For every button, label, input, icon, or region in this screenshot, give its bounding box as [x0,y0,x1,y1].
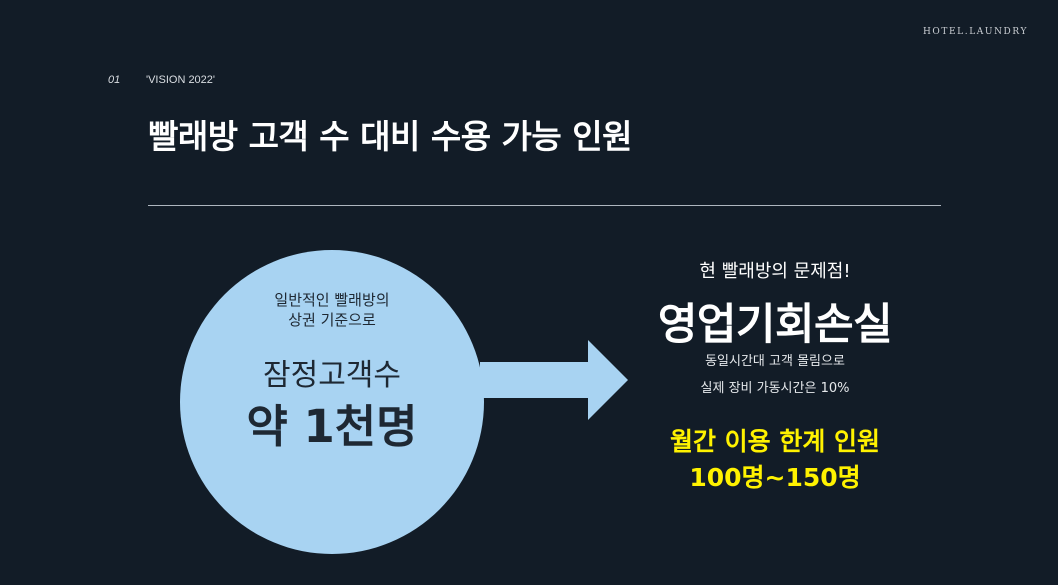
potential-customers-circle: 일반적인 빨래방의 상권 기준으로 잠정고객수 약 1천명 [180,250,484,554]
brand-logo: HOTEL.LAUNDRY [922,27,1028,37]
divider [148,205,941,206]
circle-value: 약 1천명 [246,400,418,453]
limit-title: 월간 이용 한계 인원 [669,427,881,456]
problem-heading: 현 빨래방의 문제점! [699,261,851,282]
circle-desc-line2: 상권 기준으로 [288,311,376,329]
problem-desc-line2: 실제 장비 가동시간은 10% [700,381,850,396]
circle-subtitle: 잠정고객수 [263,358,401,393]
circle-desc-line1: 일반적인 빨래방의 [274,291,390,309]
section-number: 01 [108,74,121,86]
arrow-right-icon [480,340,628,420]
page-title: 빨래방 고객 수 대비 수용 가능 인원 [148,117,632,156]
limit-range: 100명~150명 [689,463,861,492]
problem-main: 영업기회손실 [657,300,893,350]
section-tag: 'VISION 2022' [146,74,216,86]
problem-desc-line1: 동일시간대 고객 몰림으로 [705,354,845,369]
